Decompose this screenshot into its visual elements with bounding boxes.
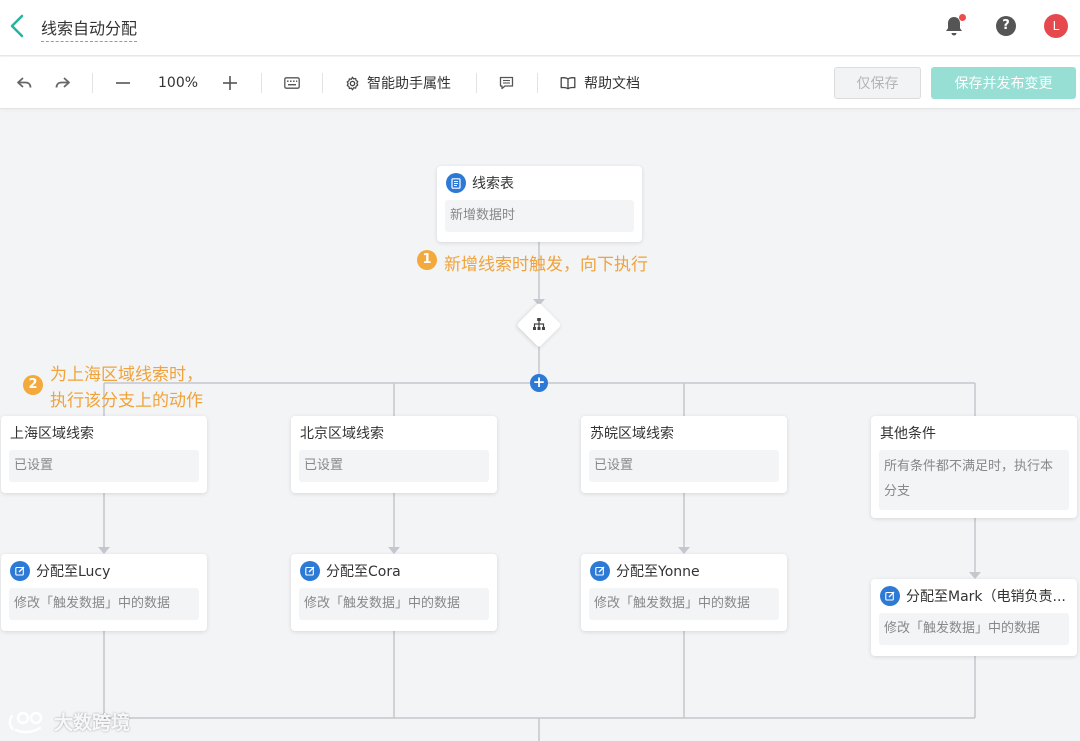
node-description: 新增数据时 — [445, 200, 634, 232]
assistant-properties-label: 智能助手属性 — [367, 76, 451, 92]
node-title: 其他条件 — [880, 426, 936, 442]
node-title: 分配至Yonne — [616, 564, 700, 580]
book-icon — [560, 77, 576, 90]
table-icon — [446, 173, 466, 193]
annotation-branch: 2 为上海区域线索时， 执行该分支上的动作 — [23, 362, 203, 414]
minus-icon — [116, 82, 130, 84]
action-node[interactable]: 分配至Lucy 修改「触发数据」中的数据 — [1, 554, 207, 631]
annotation-text: 新增线索时触发，向下执行 — [444, 255, 648, 275]
watermark: 大数跨境 — [8, 708, 130, 735]
node-description: 修改「触发数据」中的数据 — [299, 588, 489, 620]
node-title: 上海区域线索 — [10, 426, 94, 442]
editor-toolbar: 100% 智能助手属性 帮助文档 仅保存 保存并发布变更 — [0, 57, 1080, 109]
save-only-button[interactable]: 仅保存 — [834, 67, 921, 99]
edit-icon — [300, 561, 320, 581]
branch-condition-node[interactable]: 苏皖区域线索 已设置 — [581, 416, 787, 493]
node-title: 分配至Lucy — [36, 564, 111, 580]
annotation-number: 1 — [417, 250, 437, 270]
notification-dot — [959, 14, 966, 21]
gear-icon — [346, 76, 359, 90]
node-description: 已设置 — [299, 450, 489, 482]
undo-button[interactable] — [16, 57, 34, 109]
node-title: 分配至Mark（电销负责... — [906, 589, 1066, 605]
redo-icon — [55, 77, 70, 88]
toolbar-divider — [537, 73, 538, 93]
action-node[interactable]: 分配至Yonne 修改「触发数据」中的数据 — [581, 554, 787, 631]
action-node[interactable]: 分配至Cora 修改「触发数据」中的数据 — [291, 554, 497, 631]
annotation-number: 2 — [23, 375, 43, 395]
workflow-canvas[interactable]: 线索表 新增数据时 1 新增线索时触发，向下执行 + 2 为上海区域线索时， 执… — [0, 110, 1080, 741]
node-description: 已设置 — [589, 450, 779, 482]
help-docs-button[interactable]: 帮助文档 — [560, 57, 640, 109]
zoom-out-button[interactable] — [115, 57, 131, 109]
save-and-publish-button[interactable]: 保存并发布变更 — [931, 67, 1076, 99]
annotation-line-1: 为上海区域线索时， — [50, 365, 203, 385]
action-node[interactable]: 分配至Mark（电销负责... 修改「触发数据」中的数据 — [871, 579, 1077, 656]
redo-button[interactable] — [53, 57, 71, 109]
notification-bell-icon[interactable] — [943, 14, 967, 38]
edit-icon — [10, 561, 30, 581]
node-description: 已设置 — [9, 450, 199, 482]
comment-icon — [499, 76, 514, 90]
branch-condition-node[interactable]: 上海区域线索 已设置 — [1, 416, 207, 493]
branch-icon — [533, 318, 545, 330]
keyboard-shortcuts-button[interactable] — [284, 57, 300, 109]
zoom-level: 100% — [158, 75, 199, 91]
edit-icon — [880, 586, 900, 606]
watermark-text: 大数跨境 — [54, 712, 131, 734]
plus-icon — [223, 76, 237, 90]
toolbar-divider — [476, 73, 477, 93]
back-arrow-icon[interactable] — [8, 12, 28, 40]
node-title: 分配至Cora — [326, 564, 401, 580]
comments-button[interactable] — [499, 57, 514, 109]
add-branch-button[interactable]: + — [530, 374, 548, 392]
node-description: 所有条件都不满足时，执行本分支 — [879, 450, 1069, 510]
watermark-logo-icon — [8, 711, 43, 733]
branch-condition-node[interactable]: 其他条件 所有条件都不满足时，执行本分支 — [871, 416, 1077, 518]
undo-icon — [17, 77, 32, 88]
help-icon[interactable]: ? — [996, 16, 1016, 36]
toolbar-divider — [322, 73, 323, 93]
node-description: 修改「触发数据」中的数据 — [9, 588, 199, 620]
trigger-node[interactable]: 线索表 新增数据时 — [437, 166, 642, 242]
annotation-trigger: 1 新增线索时触发，向下执行 — [417, 250, 648, 275]
app-header: 线索自动分配 ? L — [0, 0, 1080, 56]
assistant-properties-button[interactable]: 智能助手属性 — [345, 57, 451, 109]
branch-condition-node[interactable]: 北京区域线索 已设置 — [291, 416, 497, 493]
edit-icon — [590, 561, 610, 581]
page-title[interactable]: 线索自动分配 — [41, 15, 138, 42]
node-description: 修改「触发数据」中的数据 — [879, 613, 1069, 645]
toolbar-divider — [92, 73, 93, 93]
user-avatar[interactable]: L — [1044, 14, 1068, 38]
node-title: 北京区域线索 — [300, 426, 384, 442]
node-title: 苏皖区域线索 — [590, 426, 674, 442]
keyboard-icon — [284, 77, 300, 89]
node-title: 线索表 — [472, 176, 514, 192]
help-docs-label: 帮助文档 — [584, 76, 640, 92]
annotation-line-2: 执行该分支上的动作 — [50, 391, 203, 411]
toolbar-divider — [261, 73, 262, 93]
zoom-in-button[interactable] — [222, 57, 238, 109]
node-description: 修改「触发数据」中的数据 — [589, 588, 779, 620]
